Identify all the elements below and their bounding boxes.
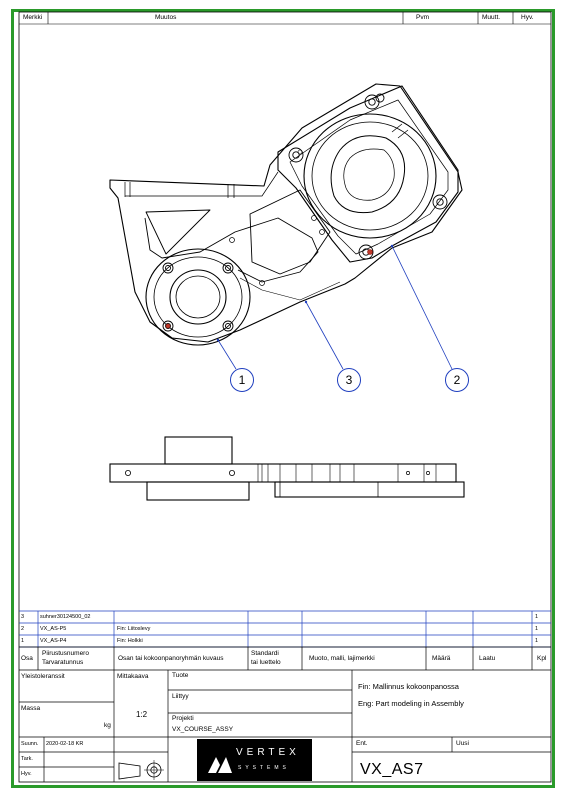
designed-label: Suunn. (21, 741, 39, 747)
part-row-id: VX_AS-P4 (40, 638, 67, 644)
revision-mark-label: Merkki (23, 14, 43, 21)
revision-date-label: Pvm (416, 14, 429, 21)
leader-dots (216, 244, 394, 342)
side-bushing-top (164, 436, 233, 465)
part-row-desc: Fin: Liitoslevy (117, 626, 151, 632)
header-id-line2: Tarvaratunnus (42, 659, 84, 666)
previous-label: Ent. (356, 740, 368, 747)
project-label: Projekti (172, 715, 194, 722)
tolerances-label: Yleistoleranssit (21, 673, 65, 680)
product-label: Tuote (172, 672, 189, 679)
logo-subtext: SYSTEMS (238, 765, 290, 771)
bushing-bore (169, 269, 227, 325)
revision-table (19, 12, 551, 25)
hub-cutout (330, 135, 406, 214)
projection-symbol-icon (118, 760, 164, 780)
triangle-cutout (145, 209, 211, 255)
header-id-line1: Piirustusnumero (42, 650, 89, 657)
mass-label: Massa (21, 705, 41, 712)
checked-label: Tark. (21, 756, 33, 762)
logo-text: VERTEX (236, 747, 300, 758)
balloon-2: 2 (453, 373, 461, 387)
part-row-id: suhner30124500_02 (40, 614, 91, 620)
scale-label: Mittakaava (117, 673, 149, 680)
part-row-id: VX_AS-P5 (40, 626, 67, 632)
part-row-qty: 1 (535, 626, 539, 632)
part-row-pos: 1 (21, 638, 25, 644)
part-row-qty: 1 (535, 614, 539, 620)
header-material: Muoto, malli, lajimerkki (309, 655, 375, 662)
part-row-qty: 1 (535, 638, 539, 644)
balloon-1: 1 (238, 373, 246, 387)
side-flange (274, 481, 465, 498)
bushing-outer (145, 248, 251, 346)
drawing-number: VX_AS7 (360, 761, 424, 778)
assembly-view-side (109, 436, 465, 501)
balloon-3: 3 (345, 373, 353, 387)
description-eng: Eng: Part modeling in Assembly (358, 699, 464, 708)
description-fin: Fin: Mallinnus kokoonpanossa (358, 682, 459, 691)
approved-label: Hyv. (21, 771, 32, 777)
flange-hub-outer (303, 113, 437, 239)
part-row-desc: Fin: Holkki (117, 638, 143, 644)
revision-changed-by-label: Muutt. (482, 14, 501, 21)
assembly-view-top (109, 83, 463, 346)
attachment-label: Liittyy (172, 693, 189, 700)
revision-change-label: Muutos (155, 14, 177, 21)
header-pos: Osa (21, 655, 33, 662)
header-desc: Osan tai kokoonpanoryhmän kuvaus (118, 655, 224, 662)
flange-bolts (288, 93, 448, 260)
housing-outline (109, 83, 463, 343)
leader-lines (217, 245, 453, 370)
project-value: VX_COURSE_ASSY (172, 726, 234, 733)
header-std-line2: tai luettelo (251, 659, 281, 666)
part-row-pos: 3 (21, 614, 25, 620)
part-row-pos: 2 (21, 626, 25, 632)
header-amount: Määrä (432, 655, 451, 662)
side-housing (109, 463, 457, 483)
logo-box (197, 739, 312, 781)
inner-border (18, 11, 552, 783)
logo-mark-icon (208, 757, 232, 773)
header-std-line1: Standardi (251, 650, 279, 657)
title-block-grid (19, 670, 551, 782)
side-bushing-bottom (146, 481, 250, 501)
revision-approved-label: Hyv. (521, 14, 534, 21)
balloon-circles (230, 368, 469, 392)
slot-cutout (249, 189, 331, 275)
header-quality: Laatu (479, 655, 496, 662)
outer-border (11, 9, 555, 788)
header-qty: Kpl (537, 655, 547, 662)
scale-value: 1:2 (136, 710, 148, 719)
parts-list-grid (19, 610, 551, 671)
designed-value: 2020-02-18 KR (46, 741, 84, 747)
bushing-bolts (162, 262, 234, 332)
new-label: Uusi (456, 740, 470, 747)
mass-unit: kg (104, 722, 111, 729)
